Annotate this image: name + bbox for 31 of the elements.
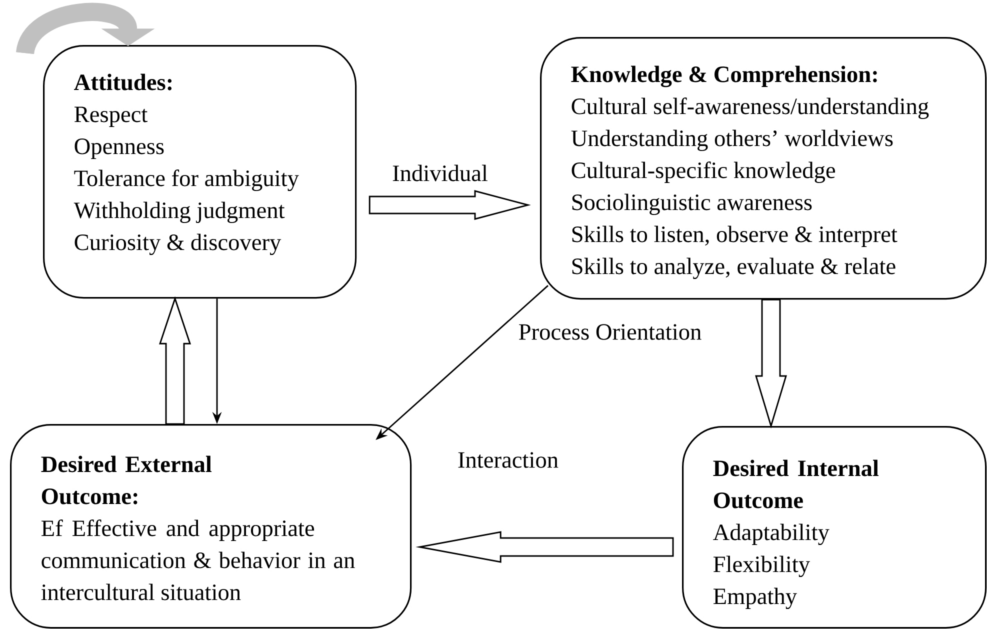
list-item: Cultural self-awareness/understanding xyxy=(572,98,929,120)
list-item: Withholding judgment xyxy=(74,202,285,224)
box-heading: Knowledge & Comprehension: xyxy=(571,66,877,88)
list-item: Respect xyxy=(74,106,148,127)
rounded-box xyxy=(682,426,987,629)
list-item: Empathy xyxy=(713,588,797,610)
block-arrow xyxy=(159,296,192,425)
list-item: Sociolinguistic awareness xyxy=(572,194,812,216)
edge-label: Interaction xyxy=(458,452,558,468)
list-item: Curiosity & discovery xyxy=(74,234,282,256)
list-item: Flexibility xyxy=(713,556,810,578)
list-item: Cultural-specific knowledge xyxy=(572,162,836,184)
edge-label: Process Orientation xyxy=(518,324,702,340)
list-item: Understanding others’ worldviews xyxy=(571,130,893,152)
box-heading: Desired External Outcome: xyxy=(41,456,212,504)
rounded-box xyxy=(10,424,412,629)
list-item: Openness xyxy=(74,138,164,159)
rounded-box xyxy=(540,37,987,300)
list-item: Tolerance for ambiguity xyxy=(74,170,299,192)
list-item: Skills to analyze, evaluate & relate xyxy=(572,258,896,280)
curved-arrow xyxy=(16,2,155,56)
block-arrow xyxy=(755,298,787,429)
block-arrow xyxy=(368,190,531,220)
list-item: Skills to listen, observe & interpret xyxy=(572,226,898,247)
box-heading: Desired Internal Outcome xyxy=(713,460,879,508)
edge-label: Individual xyxy=(392,164,488,182)
block-arrow xyxy=(416,531,674,563)
box-heading: Attitudes: xyxy=(74,74,172,90)
rounded-box xyxy=(43,45,357,299)
body-text: Ef Effective and appropriate communication & behavior in an intercultural situation xyxy=(41,520,355,600)
list-item: Adaptability xyxy=(713,524,830,546)
